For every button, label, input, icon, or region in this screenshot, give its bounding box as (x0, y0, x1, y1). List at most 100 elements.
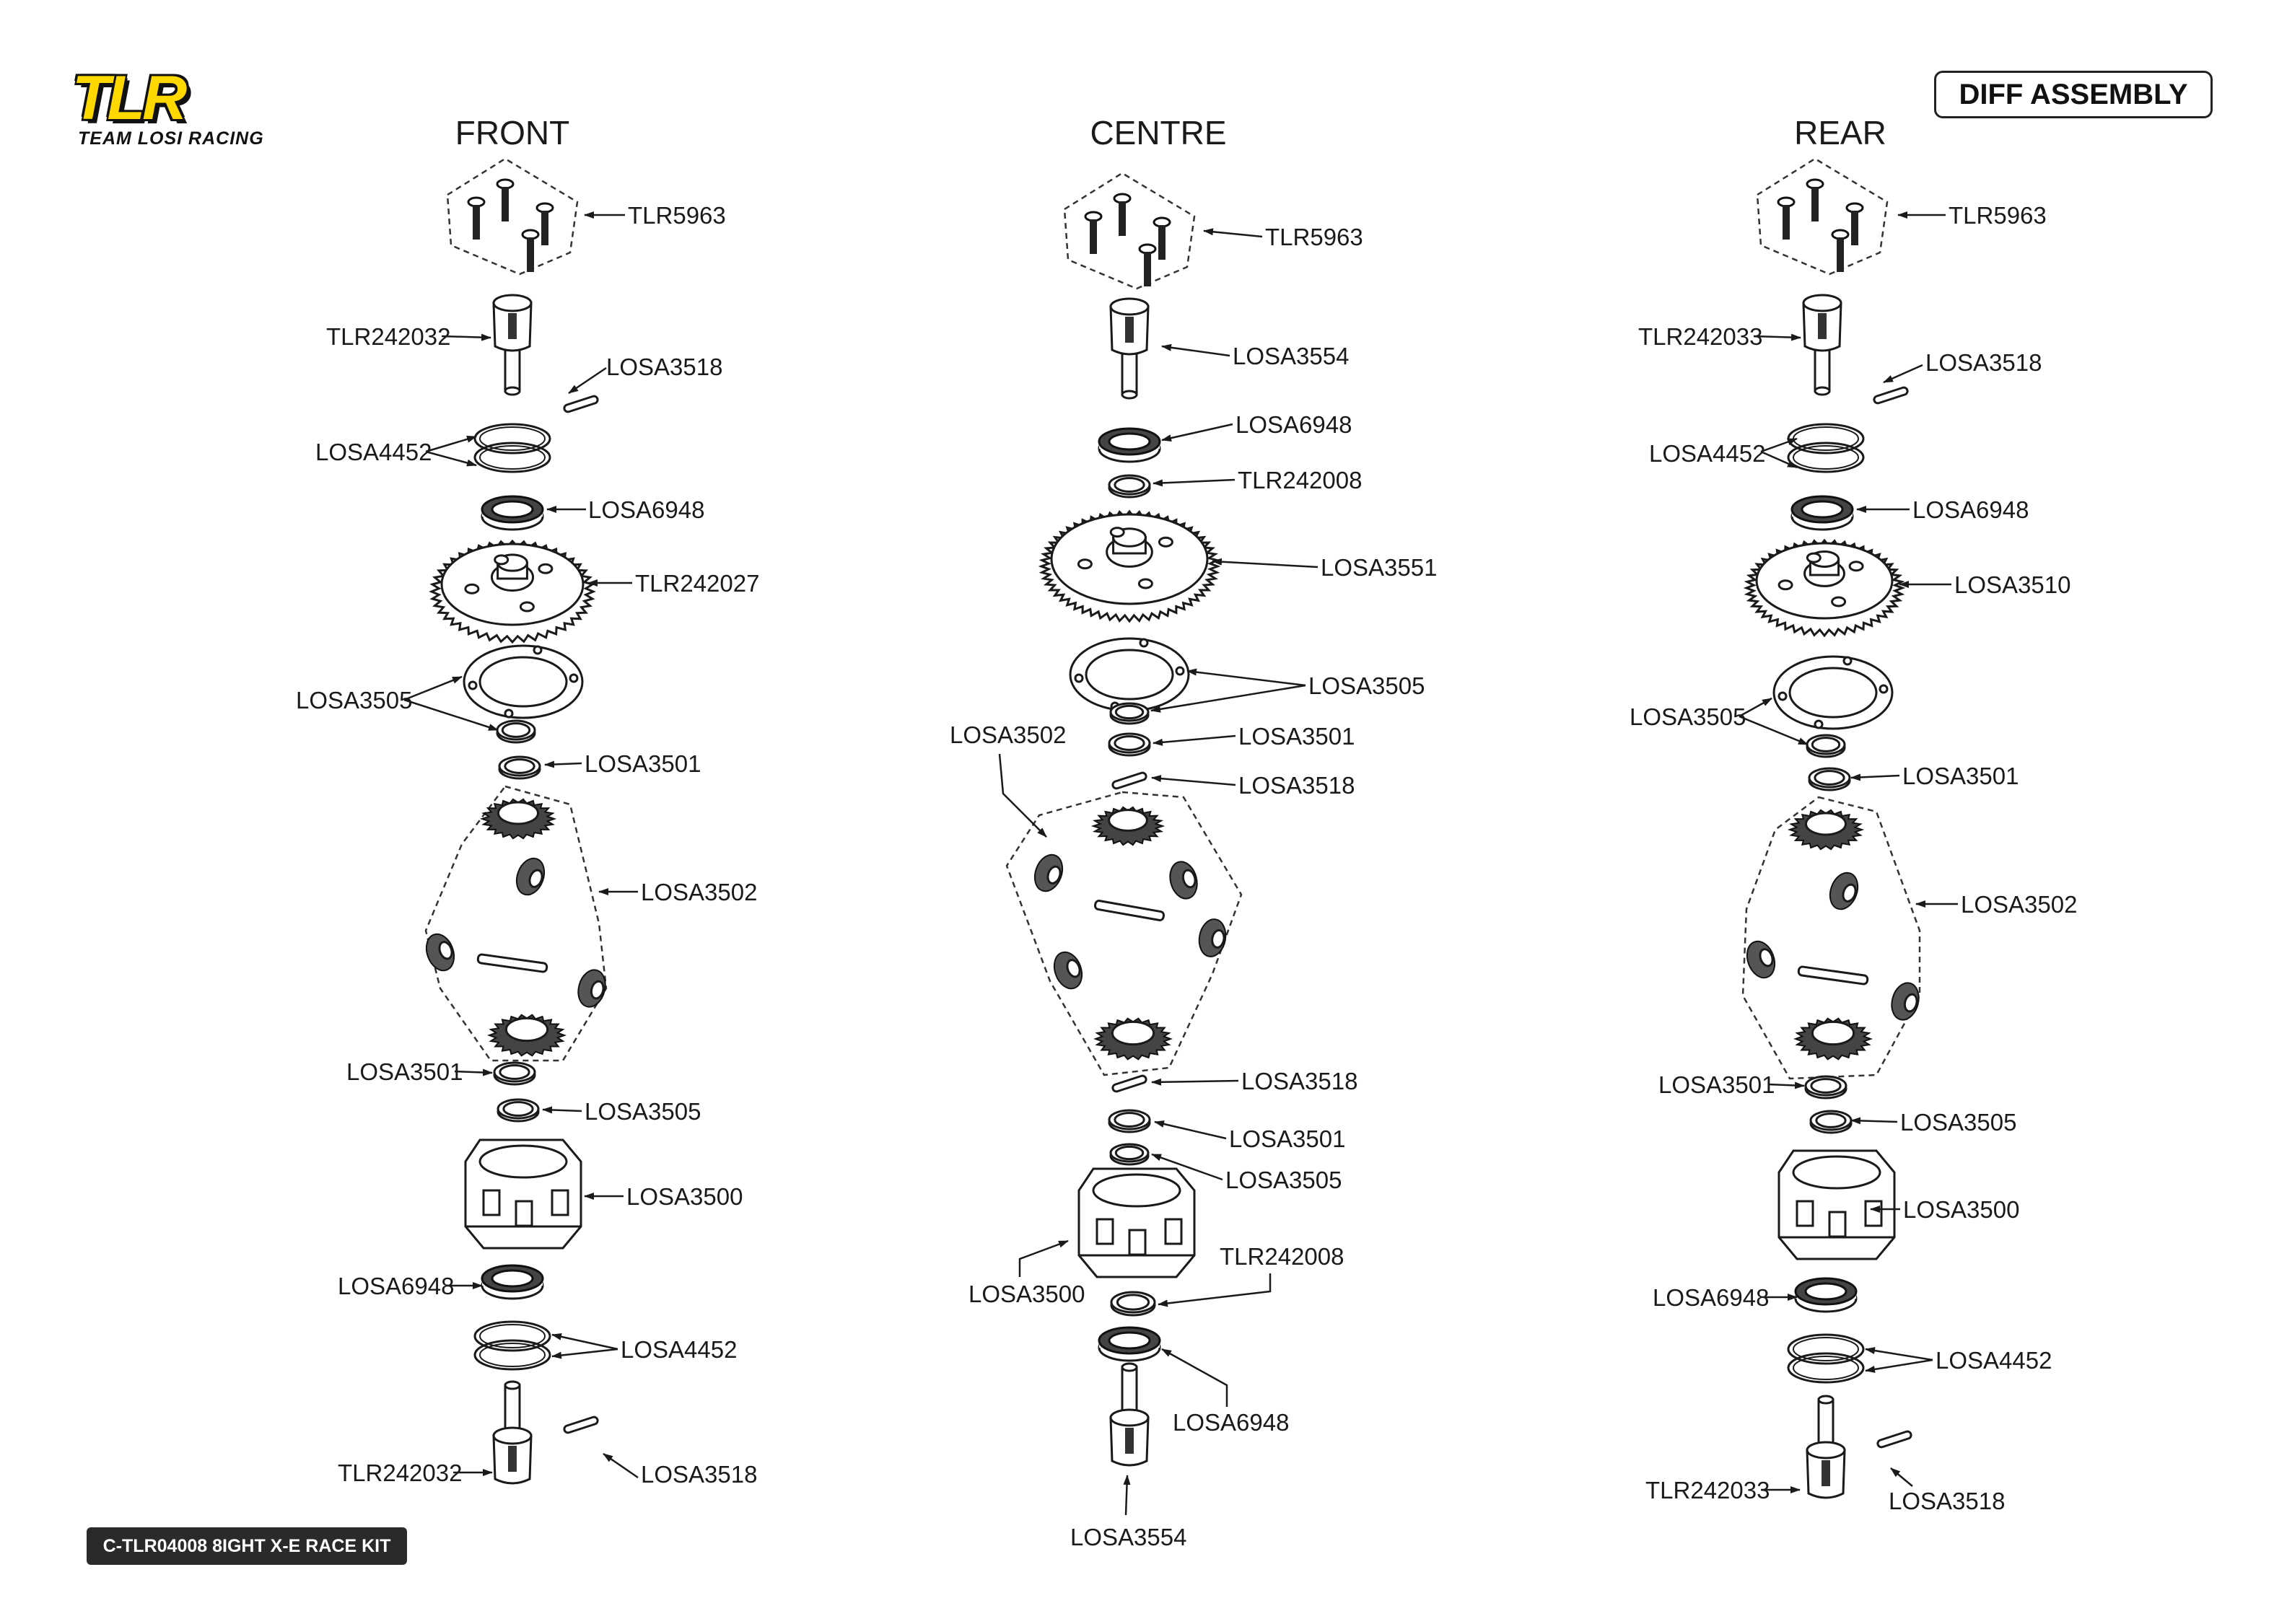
leader-arrow (1760, 437, 1798, 453)
ring-inner (504, 758, 535, 774)
pin (563, 395, 599, 413)
housing-window (1796, 1200, 1814, 1227)
centre-spur-gear (1038, 509, 1221, 623)
leader-arrow (1151, 1153, 1223, 1181)
outdrive-cup-rim (1802, 294, 1842, 312)
screw-shaft (1851, 211, 1858, 245)
part-label: LOSA3500 (968, 1281, 1085, 1307)
logo-wordmark: TLR (72, 63, 187, 133)
outdrive-slot (1125, 1428, 1134, 1454)
o-ring-inner (479, 1324, 546, 1348)
gear-hole (1831, 596, 1847, 607)
pin (1111, 771, 1147, 790)
front-screws (446, 157, 579, 276)
front-pin-top (563, 395, 599, 413)
o-ring-inner (1793, 1356, 1859, 1380)
rear-screws (1756, 157, 1889, 276)
part-label: LOSA3502 (641, 879, 757, 905)
part-label: LOSA3505 (1308, 672, 1425, 699)
tlr-logo: TLR TEAM LOSI RACING (72, 63, 332, 150)
leader-arrow (1739, 697, 1772, 718)
leader-arrow (603, 1452, 639, 1479)
gear-hole (494, 554, 510, 566)
screw-shaft (1090, 219, 1097, 254)
part-label: LOSA3510 (1954, 571, 2070, 598)
gasket-hole (1175, 666, 1185, 676)
front-housing (464, 1138, 582, 1250)
housing-window (551, 1189, 569, 1216)
bevel-gear-hub (1111, 1020, 1155, 1046)
leader-arrow (1739, 715, 1809, 746)
leader-arrow (1883, 364, 1923, 384)
gasket-inner (1085, 649, 1174, 701)
leader-arrow (1158, 1273, 1272, 1307)
outdrive-cup-rim (1109, 1408, 1150, 1427)
pinion-gear-face (438, 941, 453, 960)
bevel-gear-hub (1811, 1020, 1855, 1046)
leader-arrow (998, 753, 1047, 838)
part-label: LOSA4452 (621, 1336, 737, 1363)
screw-shaft (1144, 252, 1151, 286)
gear-hole (538, 563, 554, 574)
part-label: LOSA3505 (585, 1098, 701, 1125)
o-ring (1787, 442, 1865, 473)
rear-bearing-top (1790, 495, 1854, 531)
centre-shim-e (1110, 1291, 1156, 1317)
front-outdrive-top (492, 294, 533, 396)
rear-bearing-bottom (1794, 1277, 1858, 1313)
part-label: TLR5963 (628, 202, 726, 229)
front-shim-c (493, 1061, 536, 1086)
cross-pin (476, 953, 548, 973)
outdrive-shaft (504, 1384, 521, 1431)
part-label: LOSA3518 (1925, 349, 2042, 376)
leader-arrow (542, 1106, 582, 1114)
leader-arrow (1153, 478, 1236, 487)
pinion-gear-face (1211, 929, 1225, 949)
o-ring (473, 1320, 551, 1352)
gasket-hole (1842, 656, 1853, 666)
screw-shaft (1158, 225, 1166, 260)
pinion-gear-face (1903, 993, 1918, 1013)
gasket-hole (533, 645, 543, 655)
housing-window (482, 1189, 501, 1216)
outdrive-shaft-end (504, 1380, 521, 1390)
leader-arrow (1865, 1359, 1933, 1373)
pin (1876, 1430, 1912, 1449)
gasket-hole (569, 673, 579, 683)
centre-pin-b (1111, 1074, 1147, 1093)
outdrive-shaft-end (1814, 386, 1831, 396)
part-label: LOSA4452 (1649, 440, 1765, 467)
part-label: LOSA3500 (626, 1183, 743, 1210)
leader-arrow (1890, 1467, 1913, 1487)
page-title: DIFF ASSEMBLY (1934, 71, 2213, 118)
housing-window (1164, 1218, 1183, 1245)
centre-shim-top (1108, 474, 1151, 499)
front-outdrive-bottom (492, 1380, 533, 1485)
bearing-bore (1804, 1282, 1847, 1301)
leader-arrow (1850, 773, 1900, 781)
part-label: LOSA3518 (606, 354, 722, 380)
part-label: TLR5963 (1949, 202, 2047, 229)
rear-shim-c (1804, 1075, 1847, 1100)
rear-gear-cluster (1741, 796, 1921, 1080)
part-label: TLR242008 (1220, 1243, 1344, 1270)
part-label: TLR242033 (1638, 323, 1762, 350)
centre-shim-d (1109, 1143, 1150, 1166)
outdrive-slot (508, 1446, 517, 1472)
bearing-bore (491, 500, 534, 519)
gasket-hole (1139, 638, 1149, 648)
gear-hole (1806, 552, 1822, 563)
outdrive-cup-rim (492, 1426, 533, 1445)
ring-inner (1815, 1112, 1847, 1128)
front-bearing-top (481, 495, 544, 531)
part-label: LOSA3502 (950, 721, 1066, 748)
bevel-gear-hub (497, 801, 539, 825)
gear-hole (1109, 527, 1125, 538)
housing-window (1828, 1211, 1847, 1238)
part-label: LOSA3502 (1961, 891, 2077, 918)
part-label: TLR242032 (326, 323, 450, 350)
pin (1873, 386, 1909, 405)
gasket-inner (1788, 667, 1878, 719)
rear-housing (1777, 1149, 1896, 1260)
bevel-gear-hub (1108, 809, 1148, 832)
